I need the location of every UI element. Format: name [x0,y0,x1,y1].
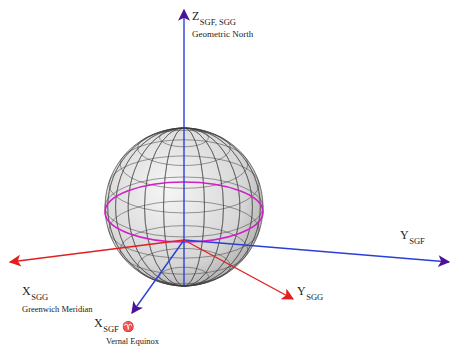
label-holder: X [94,313,103,331]
label-holder: Geometric North [192,23,253,41]
label-holder: Z [192,6,199,24]
label-holder: Vernal Equinox [106,330,159,348]
x-sgf-axis [132,240,184,313]
label-holder: X [22,281,31,299]
label-holder: SGG [306,286,323,304]
axis-caption: Vernal Equinox [106,336,159,346]
axis-letter: X [94,316,103,330]
axis-letter: Y [400,228,409,242]
axis-subscript: SGG [306,292,323,302]
axis-subscript: SGF [103,324,119,334]
label-holder: SGF [103,318,119,336]
label-holder: Y [297,281,306,299]
axis-subscript: SGF [409,236,425,246]
label-holder: ♈ [122,316,134,334]
label-holder: SGF [409,230,425,248]
axis-letter: Y [297,284,306,298]
label-holder: SGF, SGG [200,11,236,29]
axis-subscript: SGG [31,292,48,302]
label-holder: SGG [31,286,48,304]
axis-letter: Z [192,9,199,23]
z-axis [183,10,184,285]
axis-caption: Greenwich Meridian [22,304,93,314]
label-holder: Greenwich Meridian [22,298,93,316]
axis-subscript: SGF, SGG [200,17,236,27]
y-sgg-axis [184,240,293,299]
axis-caption: Geometric North [192,29,253,39]
axis-letter: X [22,284,31,298]
vernal-symbol: ♈ [122,321,134,332]
x-sgg-axis [10,240,184,262]
label-holder: Y [400,225,409,243]
